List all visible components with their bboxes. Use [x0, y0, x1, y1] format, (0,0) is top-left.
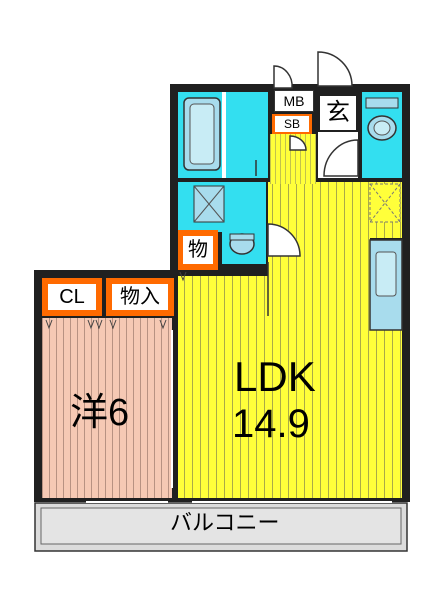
window-marks: [86, 330, 392, 503]
meter-box-label: MB: [274, 90, 314, 112]
storage-small-label: 物: [183, 236, 213, 264]
ldk-room-size: 14.9: [232, 402, 310, 446]
bathroom: [178, 92, 268, 178]
fridge-space: [369, 183, 401, 223]
western-room-label: 洋6: [70, 392, 130, 434]
closet-label: CL: [48, 284, 96, 310]
ldk-room-name: LDK: [234, 353, 316, 400]
closet-door-marks: [45, 271, 187, 330]
washroom: [178, 182, 266, 232]
storage-room-label: 物入: [112, 284, 168, 310]
kitchen-counter: [369, 239, 403, 331]
toilet-room: [362, 92, 402, 178]
sink-area: [222, 232, 266, 264]
shoe-box-label: SB: [275, 116, 309, 132]
balcony-label: バルコニー: [170, 510, 280, 535]
door-swings: [255, 51, 359, 316]
western-room-floor: [42, 318, 172, 498]
entrance-label: 玄: [320, 96, 356, 130]
balcony: [34, 502, 408, 552]
